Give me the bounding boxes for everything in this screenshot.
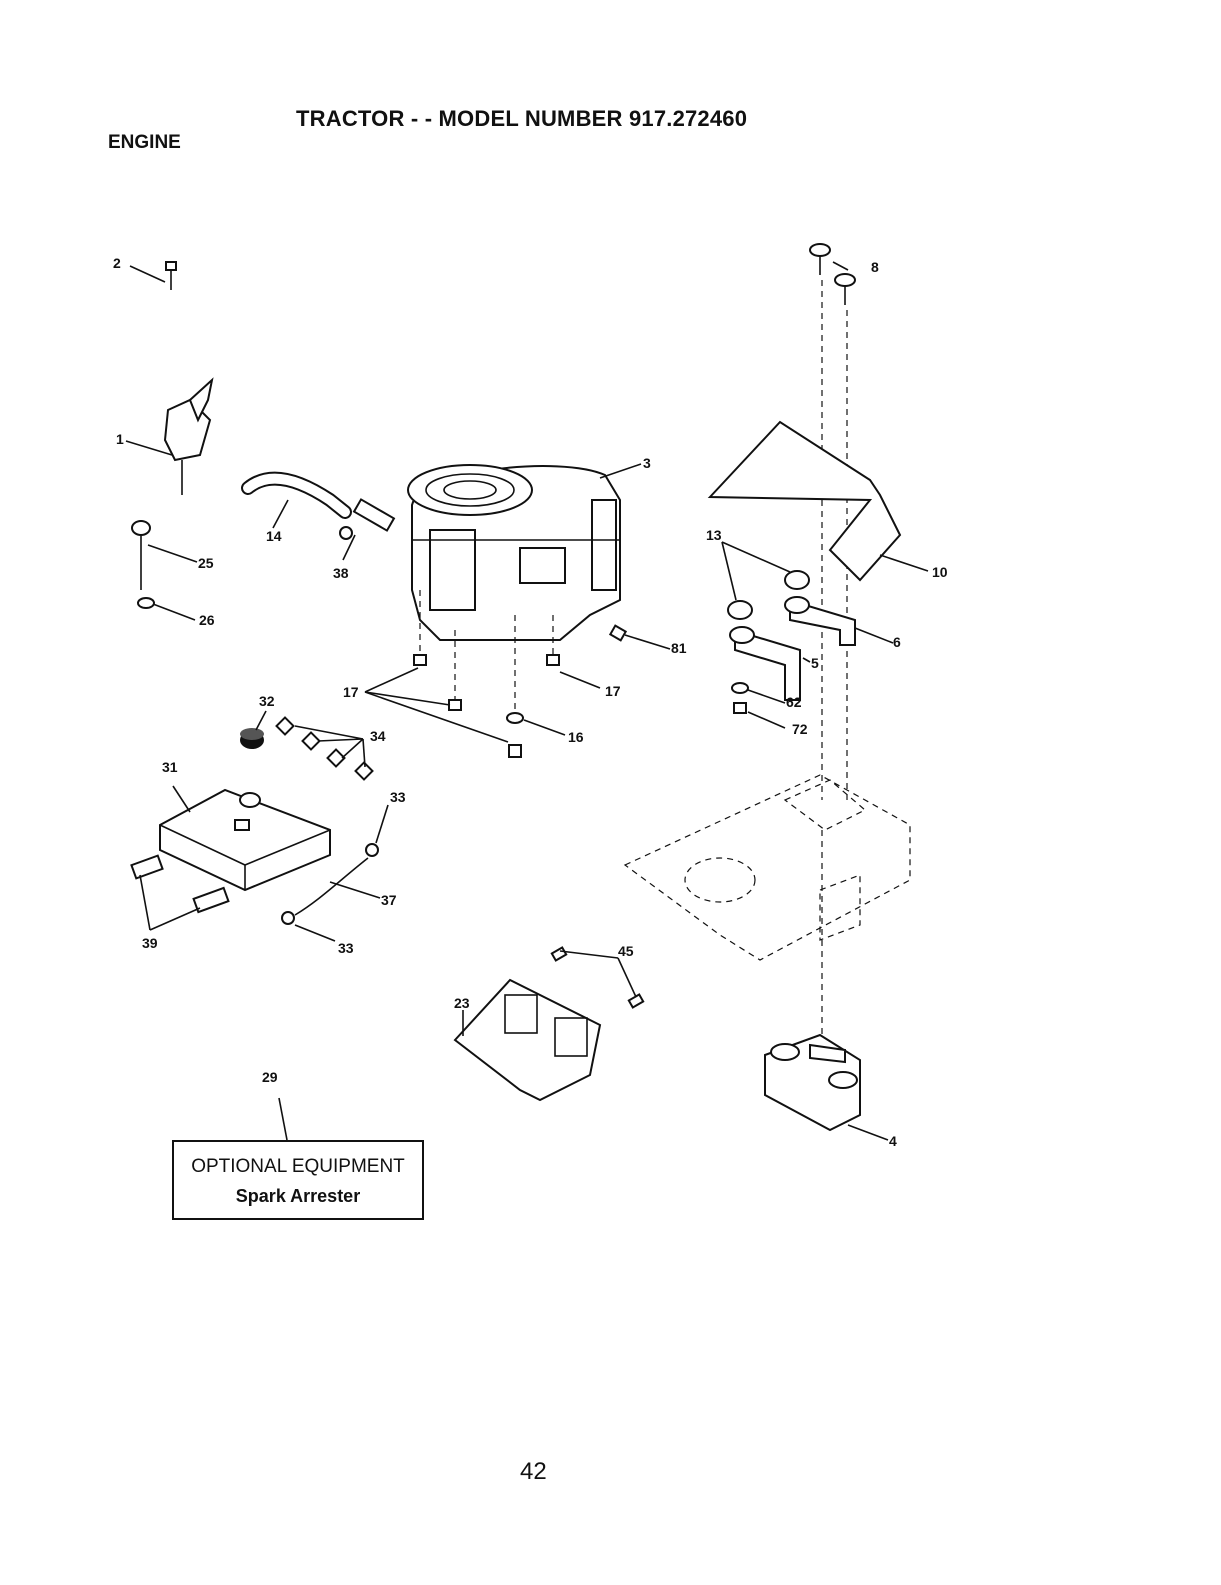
callout-14: 14 — [266, 528, 282, 544]
part-23-shield — [455, 980, 600, 1100]
callout-17b: 17 — [605, 683, 621, 699]
part-72-nut — [734, 703, 746, 713]
page-number: 42 — [520, 1458, 547, 1486]
part-34-grommets — [277, 718, 373, 780]
optional-equipment-box: OPTIONAL EQUIPMENT Spark Arrester — [172, 1140, 424, 1220]
callout-33b: 33 — [338, 940, 354, 956]
callout-45: 45 — [618, 943, 634, 959]
callout-34: 34 — [370, 728, 386, 744]
callout-6: 6 — [893, 634, 901, 650]
callout-23: 23 — [454, 995, 470, 1011]
part-1-bracket — [165, 380, 212, 495]
spark-arrester-label: Spark Arrester — [174, 1186, 422, 1207]
part-32-cap — [240, 728, 264, 749]
part-25-knob-bolt — [132, 521, 150, 590]
callout-33a: 33 — [390, 789, 406, 805]
callout-1: 1 — [116, 431, 124, 447]
callout-37: 37 — [381, 892, 397, 908]
callout-39: 39 — [142, 935, 158, 951]
callout-72: 72 — [792, 721, 808, 737]
part-3-engine — [408, 465, 620, 640]
callout-4: 4 — [889, 1133, 897, 1149]
callout-38: 38 — [333, 565, 349, 581]
part-6-pipe — [785, 597, 855, 645]
part-10-heat-shield — [710, 422, 900, 580]
callout-25: 25 — [198, 555, 214, 571]
callout-5: 5 — [811, 655, 819, 671]
part-8-bolts — [810, 244, 855, 800]
part-14-hose — [248, 479, 345, 512]
part-4-muffler — [765, 1035, 860, 1130]
callout-16: 16 — [568, 729, 584, 745]
callout-29: 29 — [262, 1069, 278, 1085]
part-62-washer — [732, 683, 748, 693]
callout-26: 26 — [199, 612, 215, 628]
callout-62: 62 — [786, 694, 802, 710]
part-16-washer — [507, 713, 523, 723]
callout-13: 13 — [706, 527, 722, 543]
callout-8: 8 — [871, 259, 879, 275]
callout-31: 31 — [162, 759, 178, 775]
callout-3: 3 — [643, 455, 651, 471]
callout-32: 32 — [259, 693, 275, 709]
part-81-fitting — [610, 626, 625, 641]
callout-17a: 17 — [343, 684, 359, 700]
frame-plate — [625, 775, 910, 1040]
optional-equipment-title: OPTIONAL EQUIPMENT — [174, 1156, 422, 1178]
part-2-screw — [166, 262, 176, 290]
callout-81: 81 — [671, 640, 687, 656]
callout-10: 10 — [932, 564, 948, 580]
part-38-clamp — [340, 499, 394, 539]
part-26-nut — [138, 598, 154, 608]
callout-2: 2 — [113, 255, 121, 271]
